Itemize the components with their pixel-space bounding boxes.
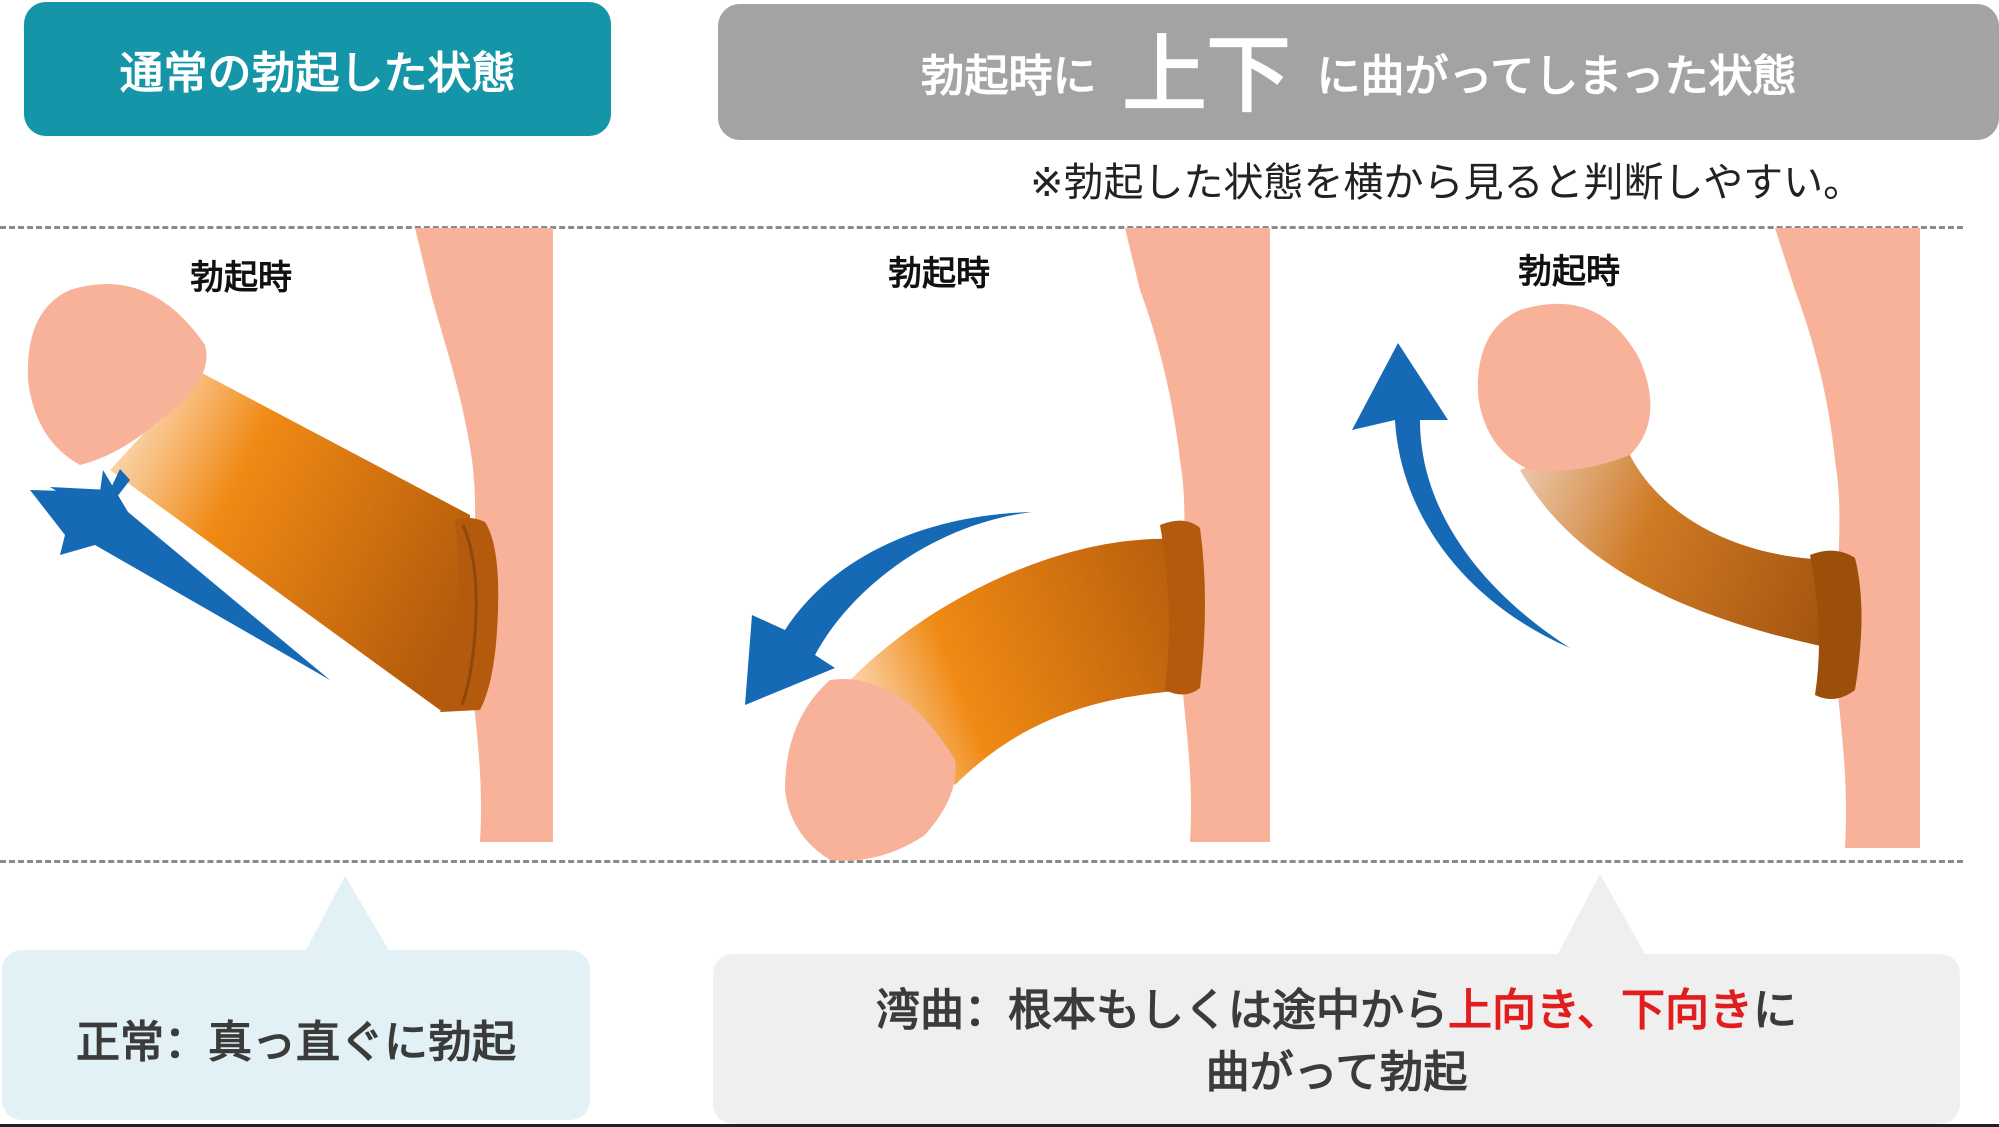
shaft-right xyxy=(1520,430,1840,650)
callout-pointer-normal xyxy=(305,876,390,952)
glans-right xyxy=(1477,303,1651,471)
bent-caption-line2: 曲がって勃起 xyxy=(1205,1047,1468,1098)
panel-label-down: 勃起時 xyxy=(888,254,990,294)
bent-caption-part2: に xyxy=(1752,985,1797,1036)
panel-label-normal: 勃起時 xyxy=(190,258,292,298)
bent-title-part1: 勃起時に xyxy=(920,51,1097,102)
callout-pointers xyxy=(305,874,1645,954)
bent-title-part2: に曲がってしまった状態 xyxy=(1316,51,1797,102)
bottom-divider xyxy=(0,860,1963,863)
bent-state-header: 勃起時に 上下 に曲がってしまった状態 xyxy=(718,4,1999,140)
top-divider xyxy=(0,226,1963,229)
downward-curve-illustration xyxy=(745,228,1270,861)
shaft-left xyxy=(110,372,476,710)
base-ribs-left xyxy=(440,517,499,712)
glans-middle xyxy=(785,679,956,861)
shaft-middle xyxy=(850,538,1195,785)
bent-caption-down: 下向き xyxy=(1620,985,1753,1036)
callout-pointer-bent xyxy=(1558,874,1645,954)
body-silhouette-right xyxy=(1775,228,1920,848)
observation-note: ※勃起した状態を横から見ると判断しやすい。 xyxy=(1030,160,1864,206)
normal-caption-box xyxy=(2,950,590,1120)
normal-state-title: 通常の勃起した状態 xyxy=(119,48,516,99)
bent-title-emphasis: 上下 xyxy=(1122,25,1291,124)
bent-caption-part1: 湾曲：根本もしくは途中から xyxy=(876,985,1449,1036)
base-ribs-middle xyxy=(1160,520,1205,695)
normal-state-header: 通常の勃起した状態 xyxy=(24,2,611,136)
bent-caption-sep: 、 xyxy=(1576,985,1621,1036)
bent-caption-up: 上向き xyxy=(1448,985,1577,1036)
bent-caption-box xyxy=(713,954,1960,1124)
normal-caption: 正常：真っ直ぐに勃起 xyxy=(76,1017,516,1068)
bent-caption: 湾曲：根本もしくは途中から上向き、下向きに 曲がって勃起 xyxy=(713,980,1960,1104)
normal-erection-illustration xyxy=(27,228,553,842)
base-ribs-right xyxy=(1810,550,1862,699)
arrow-middle xyxy=(745,512,1032,705)
upward-curve-illustration xyxy=(1352,228,1920,848)
panel-label-up: 勃起時 xyxy=(1518,252,1620,292)
arrow-right xyxy=(1352,343,1570,648)
bottom-border xyxy=(0,1124,1999,1127)
glans-left xyxy=(27,284,207,465)
